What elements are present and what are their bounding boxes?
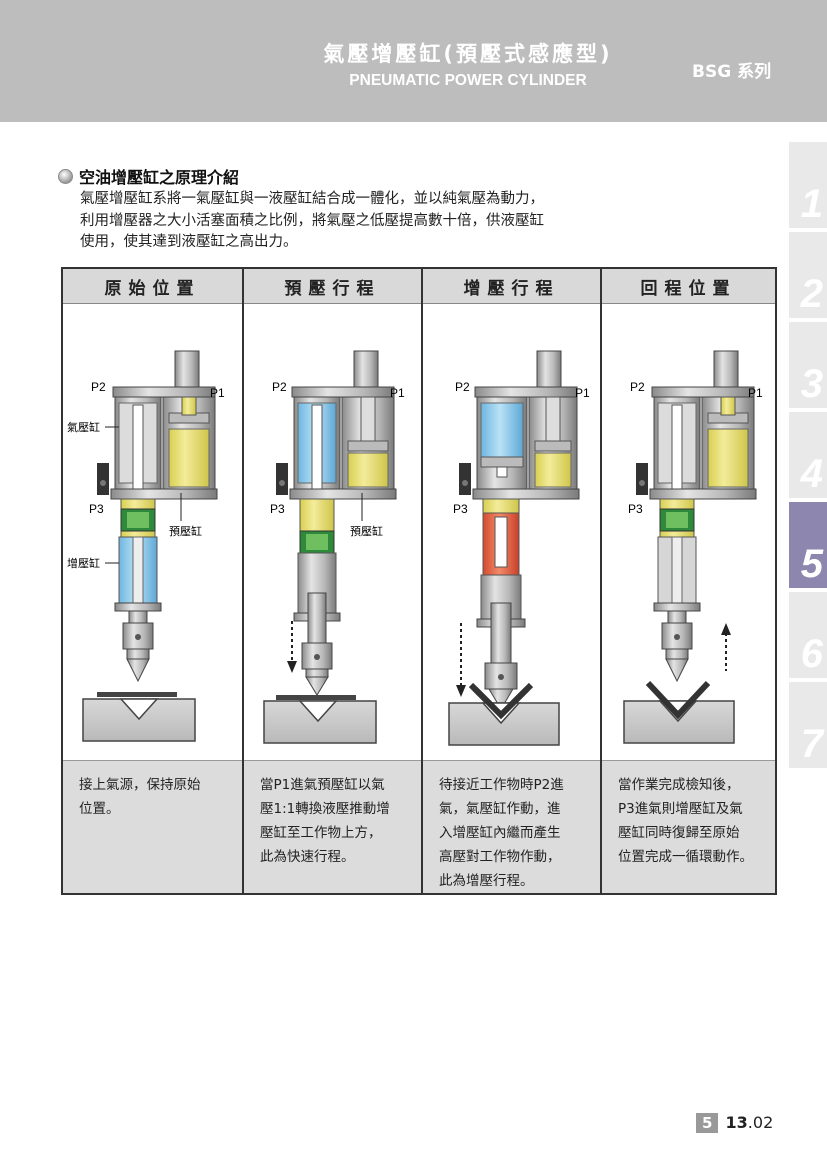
page-main: 13: [725, 1113, 748, 1132]
section-title: 空油增壓缸之原理介紹: [58, 164, 239, 188]
intro-paragraph: 氣壓增壓缸系將一氣壓缸與一液壓缸結合成一體化，並以純氣壓為動力， 利用增壓器之大…: [80, 191, 544, 250]
chapter-tab-5[interactable]: 5: [789, 502, 827, 588]
port-p3-label: P3: [628, 502, 643, 516]
stage-description: 接上氣源，保持原始 位置。: [63, 760, 242, 893]
port-p2-label: P2: [630, 380, 645, 394]
port-p1-label: P1: [390, 386, 405, 400]
stage-description: 待接近工作物時P2進 氣，氣壓缸作動，進 入增壓缸內繼而產生 高壓對工作物作動，…: [423, 760, 600, 893]
page-suffix: .02: [747, 1113, 774, 1132]
stage-diagram: P2 P1 P3 氣壓缸 預壓缸 增壓缸: [63, 303, 242, 760]
pre-cylinder-label: 預壓缸: [169, 524, 202, 538]
stage-column-original: 原始位置: [63, 269, 242, 893]
stage-diagram: P2 P1 P3: [602, 303, 775, 760]
stage-description: 當作業完成檢知後， P3進氣則增壓缸及氣 壓缸同時復歸至原始 位置完成一循環動作…: [602, 760, 775, 893]
stage-title: 回程位置: [602, 269, 775, 304]
port-p2-label: P2: [272, 380, 287, 394]
chapter-tab-7[interactable]: 7: [789, 682, 827, 768]
port-p3-label: P3: [89, 502, 104, 516]
boost-cylinder-label: 增壓缸: [67, 556, 100, 570]
bullet-icon: [58, 169, 73, 184]
page-number: 5 13.02: [696, 1113, 773, 1133]
air-cylinder-label: 氣壓缸: [67, 420, 100, 434]
header-title-zh: 氣壓增壓缸(預壓式感應型): [323, 42, 613, 66]
stage-column-return: 回程位置: [600, 269, 775, 893]
header-title-en: PNEUMATIC POWER CYLINDER: [349, 72, 587, 89]
principle-table: 原始位置: [61, 267, 777, 895]
stage-description: 當P1進氣預壓缸以氣 壓1:1轉換液壓推動增 壓缸至工作物上方， 此為快速行程。: [244, 760, 421, 893]
stage-diagram: P2 P1 P3: [423, 303, 600, 760]
stage-title: 增壓行程: [423, 269, 600, 304]
chapter-tab-1[interactable]: 1: [789, 142, 827, 228]
stage-diagram: P2 P1 P3 預壓缸: [244, 303, 421, 760]
port-p3-label: P3: [453, 502, 468, 516]
chapter-tab-2[interactable]: 2: [789, 232, 827, 318]
port-p1-label: P1: [210, 386, 225, 400]
port-p3-label: P3: [270, 502, 285, 516]
page-header: 氣壓增壓缸(預壓式感應型) PNEUMATIC POWER CYLINDER B…: [0, 0, 827, 122]
chapter-tab-6[interactable]: 6: [789, 592, 827, 678]
port-p2-label: P2: [91, 380, 106, 394]
stage-column-prepress: 預壓行程: [242, 269, 421, 893]
header-series: BSG 系列: [692, 62, 772, 82]
stage-column-boost: 增壓行程: [421, 269, 600, 893]
port-p1-label: P1: [575, 386, 590, 400]
port-p1-label: P1: [748, 386, 763, 400]
stage-title: 預壓行程: [244, 269, 421, 304]
port-p2-label: P2: [455, 380, 470, 394]
stage-title: 原始位置: [63, 269, 242, 304]
chapter-tab-4[interactable]: 4: [789, 412, 827, 498]
pre-cylinder-label: 預壓缸: [350, 524, 383, 538]
chapter-tab-3[interactable]: 3: [789, 322, 827, 408]
chapter-badge: 5: [696, 1113, 719, 1133]
